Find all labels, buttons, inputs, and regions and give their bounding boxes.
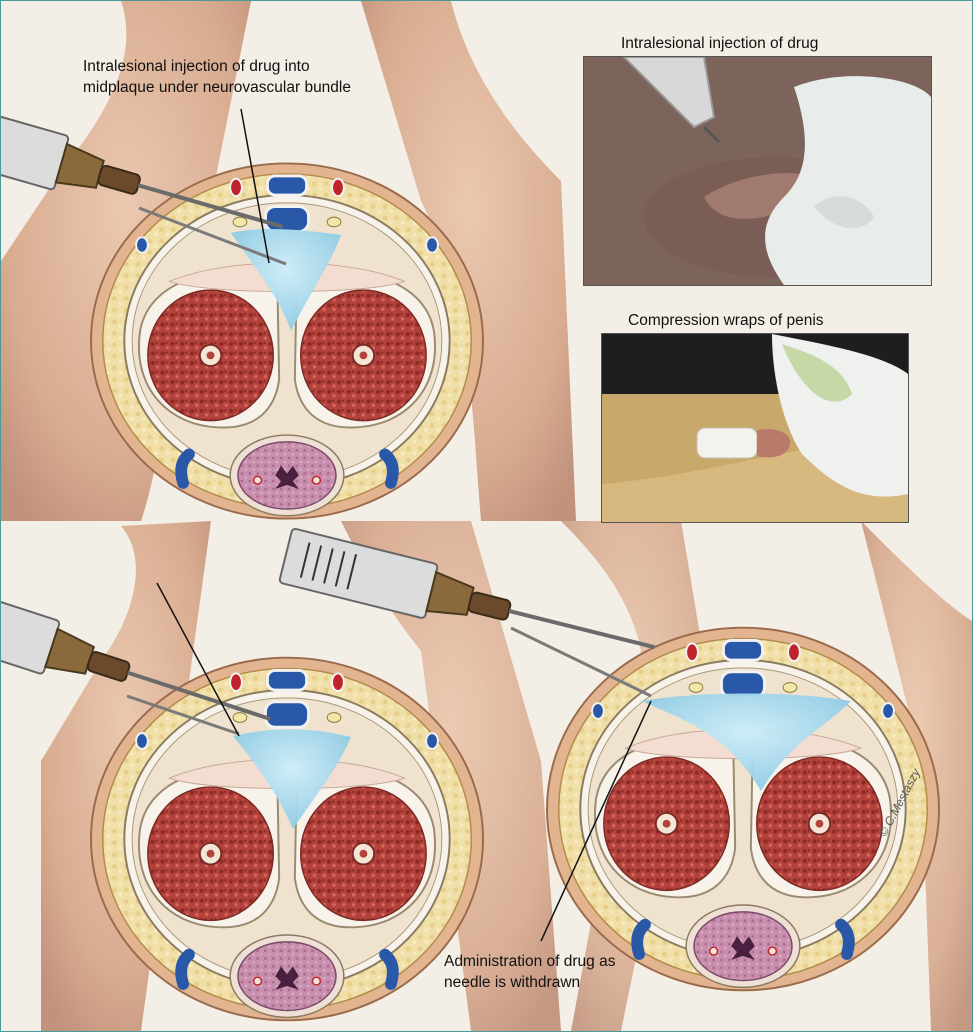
photo1-caption: Intralesional injection of drug bbox=[621, 33, 818, 54]
bottom-callout: Administration of drug as needle is with… bbox=[444, 951, 615, 993]
cross-section-bottom-right bbox=[547, 628, 939, 991]
photo2-caption: Compression wraps of penis bbox=[628, 310, 824, 331]
cross-section-top bbox=[91, 163, 483, 518]
photo-injection bbox=[583, 56, 932, 286]
photo-compression-wrap bbox=[601, 333, 909, 523]
cross-section-bottom-left bbox=[91, 658, 483, 1021]
top-callout: Intralesional injection of drug into mid… bbox=[83, 56, 351, 98]
